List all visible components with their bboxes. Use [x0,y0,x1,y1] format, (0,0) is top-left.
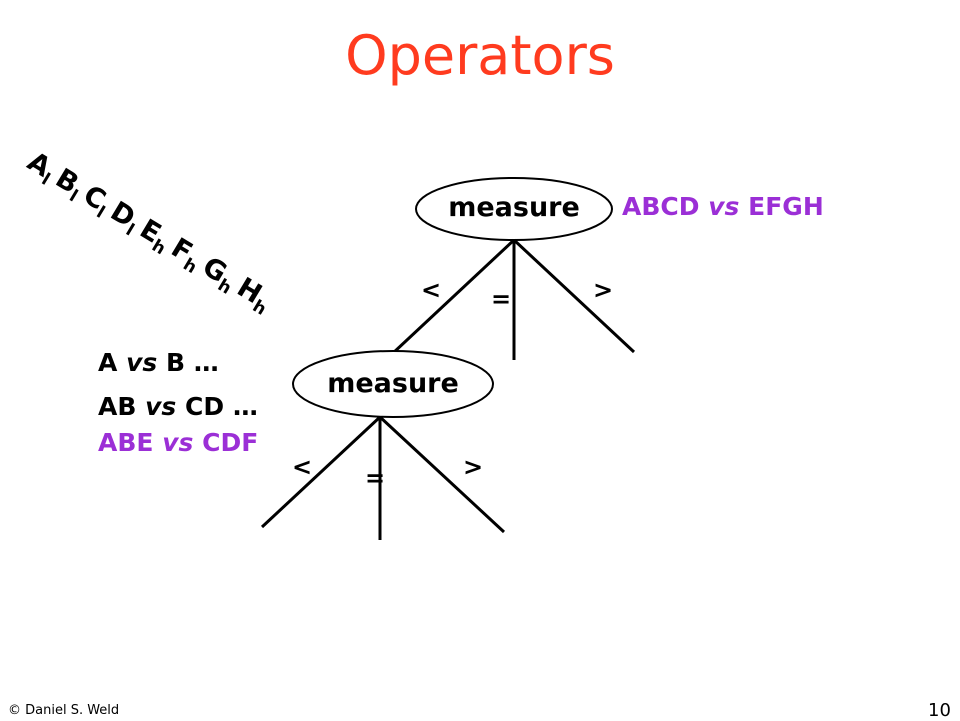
bottom-measure-node [292,350,494,418]
annotation-left-group: ABCD [622,192,700,221]
comparison-vs: vs [145,392,177,421]
slide-title: Operators [345,24,615,87]
comparison-right: CD … [185,392,258,421]
top-branch-greater-line [512,238,636,354]
comparison-left: ABE [98,428,154,457]
bottom-branch-equal-label: = [365,464,386,492]
comparison-left: AB [98,392,137,421]
bottom-branch-greater-label: > [463,453,484,481]
bottom-branch-greater-line [378,415,506,534]
copyright-text: © Daniel S. Weld [8,703,120,718]
comparison-vs: vs [162,428,194,457]
comparison-row: AB vs CD … [98,392,258,421]
comparison-right: CDF [202,428,259,457]
bottom-branch-less-line [260,415,382,529]
comparison-right: B … [165,348,219,377]
comparison-row: ABE vs CDF [98,428,258,457]
page-number: 10 [928,700,951,721]
top-branch-greater-label: > [593,276,614,304]
comparison-vs: vs [126,348,158,377]
top-branch-less-label: < [421,276,442,304]
annotation-vs: vs [708,192,740,221]
top-branch-equal-label: = [491,285,512,313]
top-branch-less-line [390,238,516,356]
comparison-row: A vs B … [98,348,219,377]
bottom-branch-less-label: < [292,453,313,481]
annotation-right-group: EFGH [748,192,824,221]
bottom-node-label: measure [327,368,459,399]
top-node-label: measure [448,192,580,223]
top-node-annotation: ABCD vs EFGH [622,192,824,221]
comparison-left: A [98,348,118,377]
